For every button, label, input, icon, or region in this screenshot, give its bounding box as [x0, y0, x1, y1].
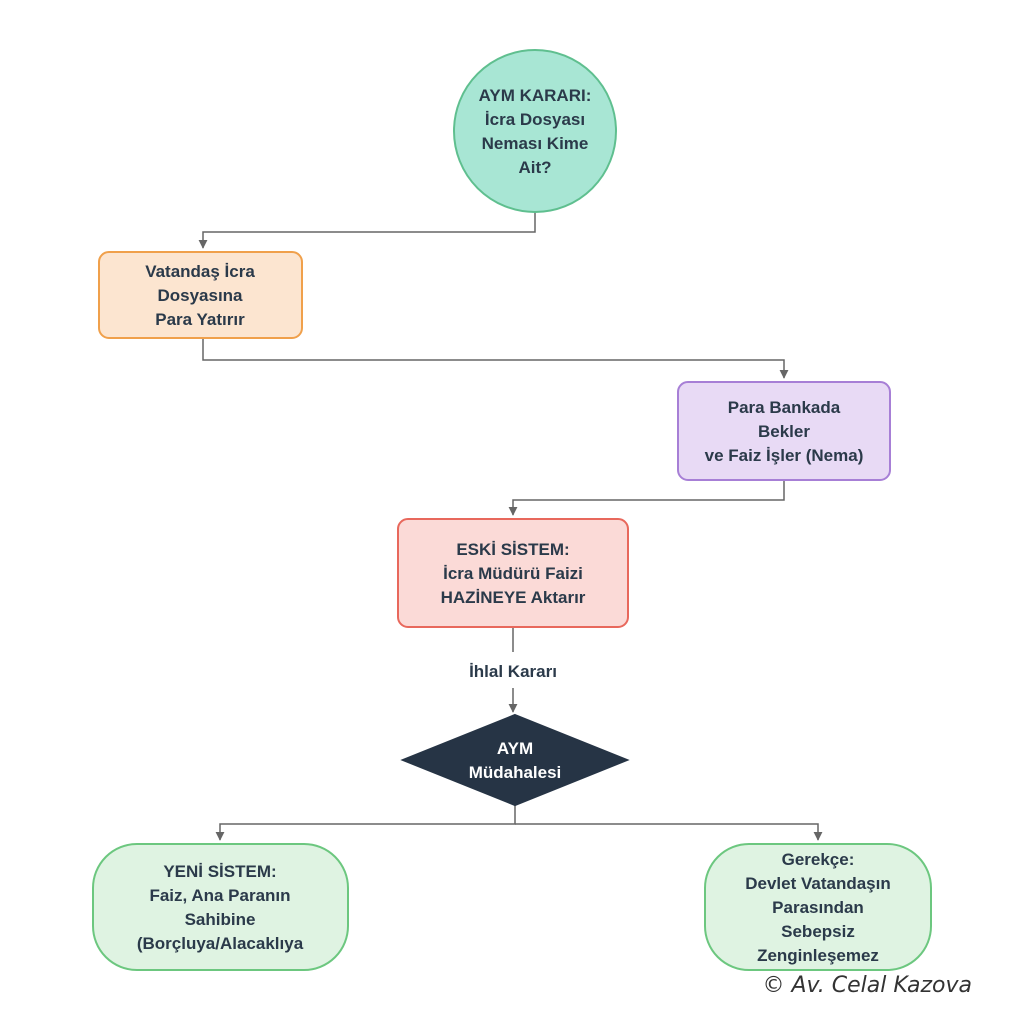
edges: İhlal Kararı	[198, 212, 823, 841]
rationale-label-line: Gerekçe:	[782, 850, 855, 869]
new-system-label-line: Faiz, Ana Paranın	[149, 886, 290, 905]
edge-intervention-to-rationale	[515, 823, 823, 841]
old-system-label-line: HAZİNEYE Aktarır	[441, 588, 586, 607]
deposit-label-line: Para Yatırır	[155, 310, 245, 329]
old-system-node	[397, 518, 629, 628]
new-system-label-line: Sahibine	[185, 910, 256, 929]
question-node	[453, 49, 617, 213]
edge-deposit-to-bank	[202, 338, 789, 379]
edge-question-to-deposit	[198, 212, 536, 249]
old-system-label-line: ESKİ SİSTEM:	[456, 540, 569, 559]
copyright-watermark: © Av. Celal Kazova	[763, 973, 972, 998]
intervention-label-line: Müdahalesi	[469, 763, 562, 782]
bank-label-line: Bekler	[758, 422, 810, 441]
question-label-line: AYM KARARI:	[479, 86, 592, 105]
question-label-line: Ait?	[518, 158, 551, 177]
rationale-label-line: Parasından	[772, 898, 864, 917]
deposit-label-line: Vatandaş İcra	[145, 262, 255, 281]
new-system-label-line: (Borçluya/Alacaklıya	[137, 934, 304, 953]
edge-bank-to-old-system	[508, 480, 785, 516]
bank-label-line: ve Faiz İşler (Nema)	[705, 446, 864, 465]
new-system-label-line: YENİ SİSTEM:	[163, 862, 276, 881]
deposit-label-line: Dosyasına	[157, 286, 243, 305]
intervention-label-line: AYM	[497, 739, 533, 758]
question-label-line: Neması Kime	[482, 134, 589, 153]
bank-label-line: Para Bankada	[728, 398, 841, 417]
intervention-node	[400, 713, 630, 807]
rationale-node	[704, 843, 932, 971]
deposit-node	[98, 251, 303, 339]
edge-intervention-to-new-system	[215, 805, 516, 841]
rationale-label-line: Zenginleşemez	[757, 946, 879, 965]
rationale-label-line: Sebepsiz	[781, 922, 855, 941]
edge-label-violation: İhlal Kararı	[469, 662, 557, 681]
question-label-line: İcra Dosyası	[485, 110, 585, 129]
rationale-label-line: Devlet Vatandaşın	[745, 874, 891, 893]
intervention-node-label: AYM Müdahalesi	[469, 739, 562, 782]
bank-node	[677, 381, 891, 481]
old-system-label-line: İcra Müdürü Faizi	[443, 564, 583, 583]
new-system-node	[92, 843, 349, 971]
